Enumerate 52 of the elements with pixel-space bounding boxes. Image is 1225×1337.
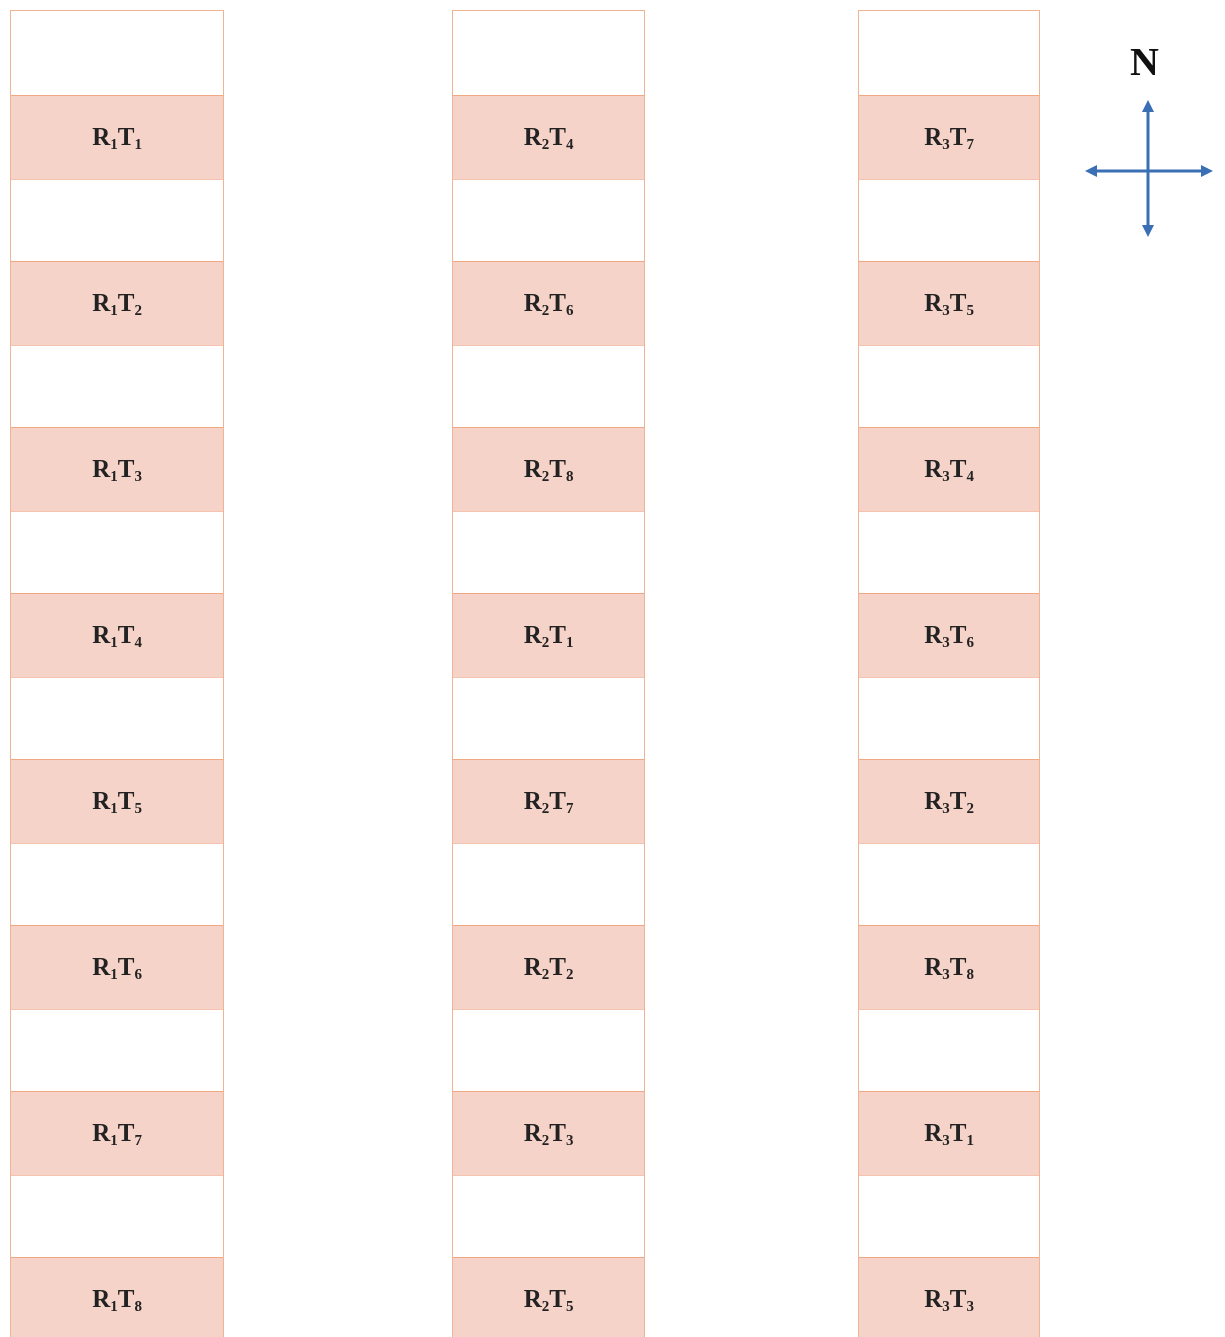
plot-label: R$_{2}$T$_{2}$	[523, 952, 574, 983]
plot-box	[11, 261, 223, 346]
plot-label: R$_{3}$T$_{4}$	[924, 454, 974, 485]
replication-strip	[452, 10, 645, 1337]
plot-label: R$_{1}$T$_{7}$	[92, 1118, 142, 1149]
plot-box	[453, 925, 644, 1010]
plot-label: R$_{1}$T$_{6}$	[92, 952, 142, 983]
plot-label: R$_{1}$T$_{3}$	[92, 454, 142, 485]
north-label: N	[1130, 38, 1159, 85]
plot-box	[859, 427, 1039, 512]
plot-box	[859, 1091, 1039, 1176]
plot-box	[453, 95, 644, 180]
plot-label: R$_{1}$T$_{1}$	[92, 122, 142, 153]
plot-box	[859, 593, 1039, 678]
plot-label: R$_{3}$T$_{2}$	[924, 786, 974, 817]
plot-box	[11, 95, 223, 180]
plot-box	[859, 925, 1039, 1010]
plot-box	[11, 1257, 223, 1337]
plot-label: R$_{3}$T$_{3}$	[924, 1284, 974, 1315]
plot-label: R$_{2}$T$_{1}$	[523, 620, 574, 651]
plot-box	[453, 427, 644, 512]
plot-box	[11, 427, 223, 512]
plot-label: R$_{3}$T$_{1}$	[924, 1118, 974, 1149]
replication-strip	[858, 10, 1040, 1337]
plot-label: R$_{2}$T$_{6}$	[523, 288, 574, 319]
plot-box	[11, 593, 223, 678]
plot-box	[453, 1091, 644, 1176]
plot-label: R$_{2}$T$_{3}$	[523, 1118, 574, 1149]
plot-box	[11, 759, 223, 844]
plot-box	[859, 95, 1039, 180]
plot-box	[453, 1257, 644, 1337]
plot-box	[453, 759, 644, 844]
plot-label: R$_{3}$T$_{5}$	[924, 288, 974, 319]
plot-label: R$_{1}$T$_{2}$	[92, 288, 142, 319]
plot-label: R$_{2}$T$_{8}$	[523, 454, 574, 485]
plot-label: R$_{2}$T$_{7}$	[523, 786, 574, 817]
plot-label: R$_{2}$T$_{4}$	[523, 122, 574, 153]
plot-box	[11, 925, 223, 1010]
plot-label: R$_{3}$T$_{8}$	[924, 952, 974, 983]
plot-label: R$_{1}$T$_{4}$	[92, 620, 142, 651]
plot-box	[859, 759, 1039, 844]
plot-box	[859, 1257, 1039, 1337]
plot-label: R$_{3}$T$_{6}$	[924, 620, 974, 651]
plot-box	[11, 1091, 223, 1176]
plot-label: R$_{3}$T$_{7}$	[924, 122, 974, 153]
plot-label: R$_{2}$T$_{5}$	[523, 1284, 574, 1315]
plot-box	[453, 593, 644, 678]
plot-label: R$_{1}$T$_{8}$	[92, 1284, 142, 1315]
plot-label: R$_{1}$T$_{5}$	[92, 786, 142, 817]
replication-strip	[10, 10, 224, 1337]
plot-box	[859, 261, 1039, 346]
plot-box	[453, 261, 644, 346]
